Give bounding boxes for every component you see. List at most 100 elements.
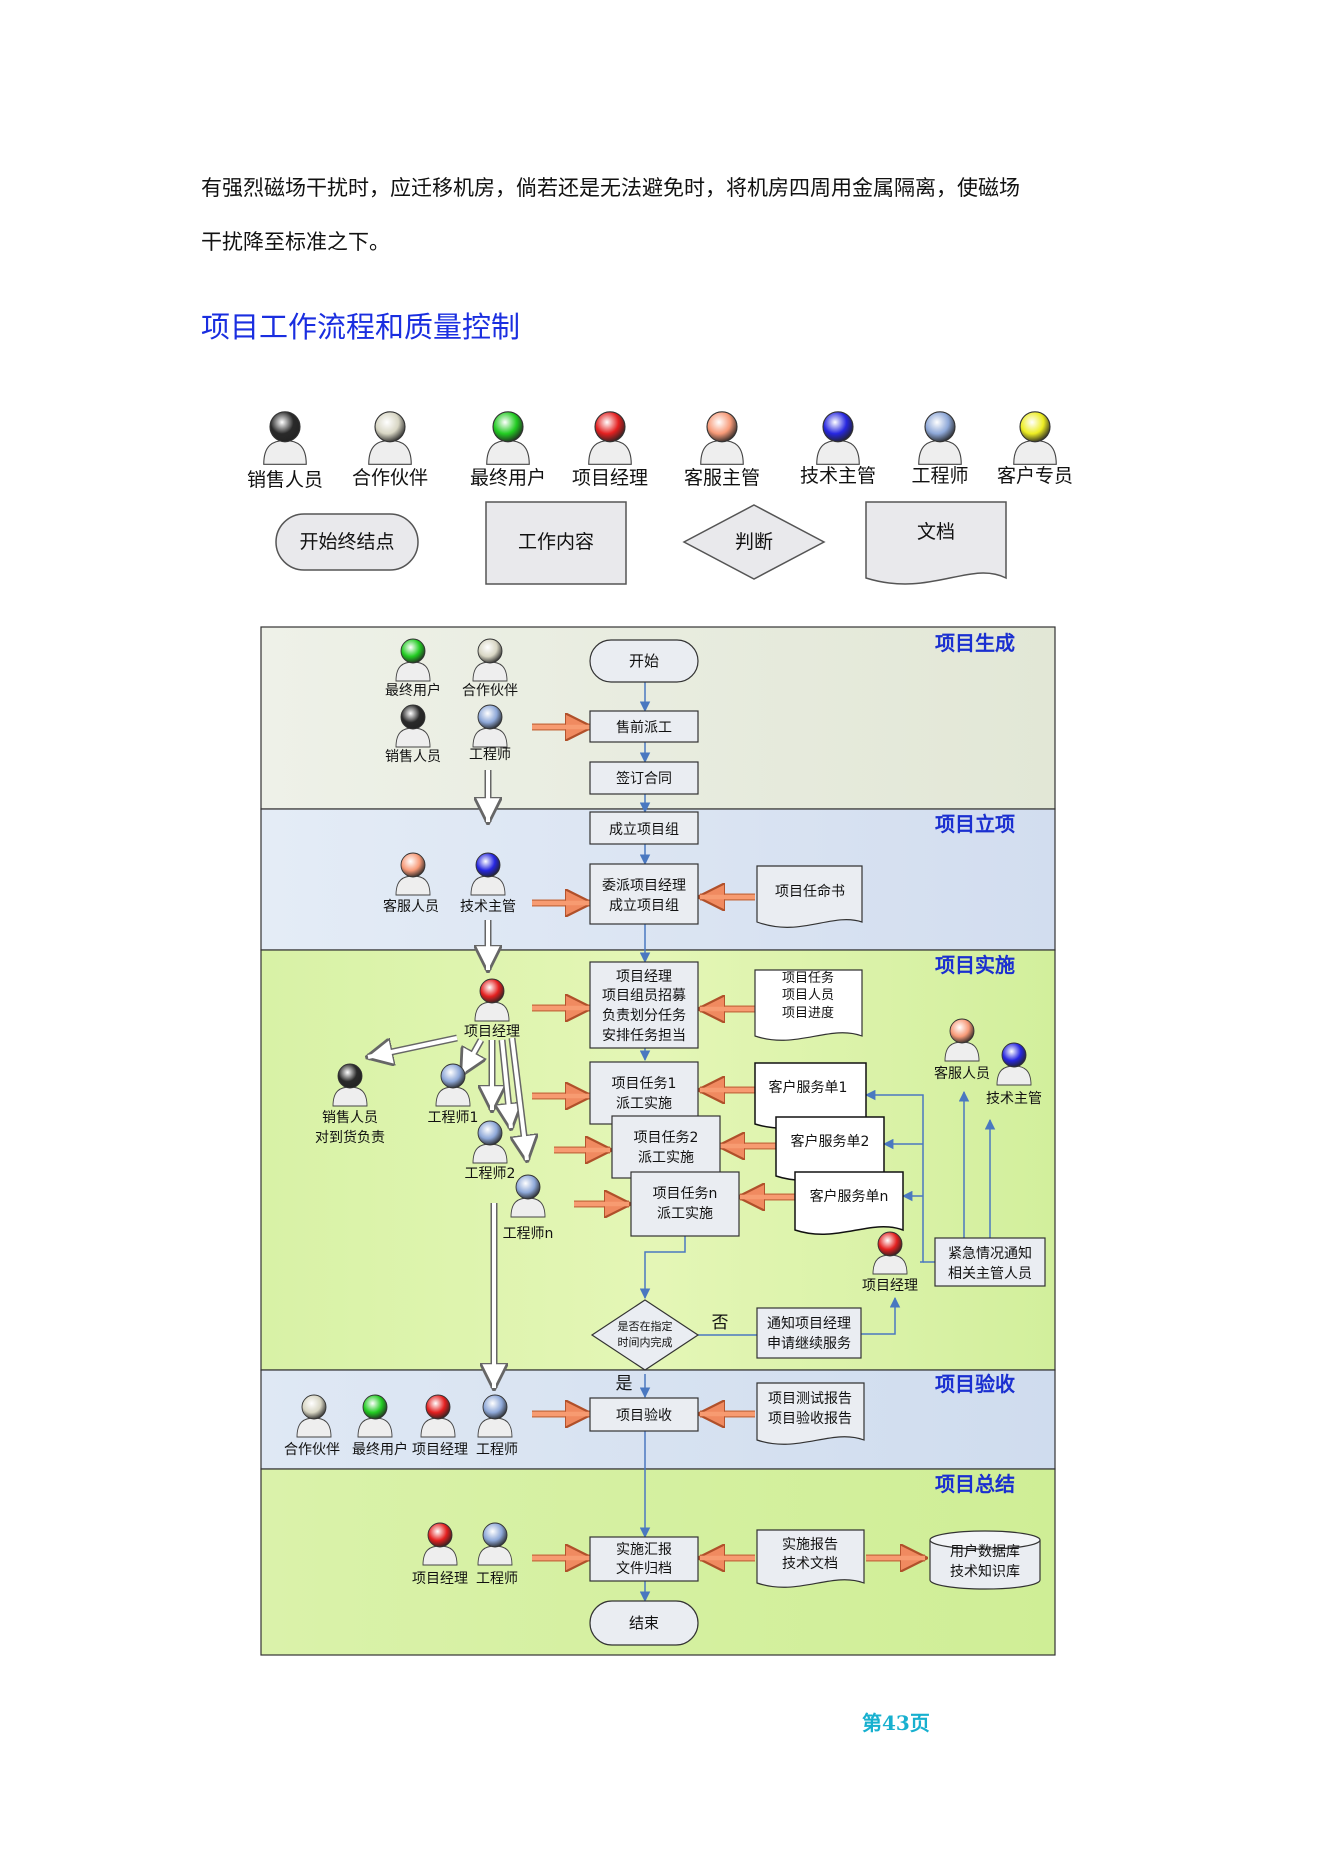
legend-process-label: 工作内容 [518,531,594,553]
actor-icon-tech-supervisor [470,852,506,896]
actor-label-sum-project-manager: 项目经理 [412,1571,468,1587]
summary-docs-line-1: 实施报告 [782,1537,838,1553]
pm-tasks-box [589,961,699,1049]
task-2-line-1: 项目任务2 [634,1130,699,1146]
task-1-line-1: 项目任务1 [612,1076,677,1092]
task-1-line-2: 派工实施 [616,1096,672,1112]
actor-icon-acc-end-user [357,1394,393,1438]
role-icon-account-rep [1013,411,1057,465]
actor-label-service-staff-2: 客服人员 [934,1065,990,1082]
role-label-project-manager: 项目经理 [572,467,648,489]
lane-title-acceptance: 项目验收 [935,1372,1015,1396]
appoint-label-2: 成立项目组 [609,898,679,914]
actors-summary: 项目经理 工程师 [412,1522,518,1587]
contract-label: 签订合同 [616,770,672,787]
notify-line-1: 通知项目经理 [767,1315,851,1332]
acceptance-docs [756,1382,865,1445]
appoint-box [589,863,699,925]
pm-docs-line-2: 项目人员 [782,988,834,1003]
database-line-1: 用户数据库 [950,1543,1020,1560]
actor-label-acc-end-user: 最终用户 [352,1441,408,1458]
deadline-decision [590,1299,700,1371]
actor-label-engineer-1: 工程师1 [428,1110,479,1126]
flow-generation: 开始 售前派工 签订合同 [589,639,699,795]
service-ticket-1-label: 客户服务单1 [769,1079,848,1096]
lane-title-summary: 项目总结 [935,1472,1015,1496]
actor-label-service-staff: 客服人员 [383,898,439,915]
appointment-doc [756,865,863,928]
actors-implementation: 项目经理 销售人员 对到货负责 工程师1 工程师2 工程师n 客服人员 技术主管… [315,978,1042,1294]
role-icon-sales [263,411,307,465]
actor-icon-engineer [472,704,508,748]
actor-icon-end-user [395,638,431,682]
role-label-partner: 合作伙伴 [352,467,428,489]
actor-icon-acc-partner [296,1394,332,1438]
start-terminal [589,639,699,683]
actor-label-sales-delivery-1: 销售人员 [322,1110,378,1126]
legend-document-label: 文档 [917,521,955,543]
section-heading: 项目工作流程和质量控制 [201,310,521,344]
archive-line-2: 文件归档 [616,1560,672,1577]
flow-implementation: 项目经理 项目组员招募 负责划分任务 安排任务担当 项目任务 项目人员 项目进度… [589,961,1046,1371]
actor-icon-sum-engineer [477,1522,513,1566]
actor-icon-project-manager [474,978,510,1022]
summary-docs [756,1529,865,1588]
legend-roles: 销售人员 合作伙伴 最终用户 项目经理 客服主管 技术主管 工程师 客户专员 [247,411,1073,491]
actor-icon-sales [395,704,431,748]
notify-box [756,1307,862,1359]
actor-label-sales-delivery-2: 对到货负责 [315,1129,385,1146]
actor-label-partner: 合作伙伴 [462,683,518,699]
form-team-box [589,811,699,845]
role-icon-tech-supervisor [816,411,860,465]
actor-icon-project-manager-2 [872,1231,908,1275]
body-text-line-1: 有强烈磁场干扰时，应迁移机房，倘若还是无法避免时，将机房四周用金属隔离，使磁场 [201,176,1020,200]
actor-label-project-manager: 项目经理 [464,1024,520,1040]
decision-line-2: 时间内完成 [618,1335,673,1349]
role-label-end-user: 最终用户 [470,467,546,489]
pm-tasks-line-1: 项目经理 [616,969,672,985]
task-n-line-1: 项目任务n [653,1186,718,1202]
legend-document-shape [865,501,1007,585]
legend-process-shape [485,501,627,585]
pm-tasks-line-3: 负责划分任务 [602,1008,686,1024]
role-label-account-rep: 客户专员 [997,465,1073,487]
actor-label-end-user: 最终用户 [385,682,441,699]
actor-label-engineer: 工程师 [469,747,511,763]
presales-box [589,710,699,743]
decision-yes-label: 是 [616,1374,633,1394]
actor-icon-acc-engineer [477,1394,513,1438]
service-ticket-n [794,1171,904,1235]
archive-box [589,1536,699,1582]
actor-icon-engineer-2 [472,1120,508,1164]
actor-icon-sales-delivery [332,1063,368,1107]
legend-shapes: 开始终结点 工作内容 判断 文档 [275,501,1007,585]
acceptance-docs-line-1: 项目测试报告 [768,1391,852,1407]
legend-decision-label: 判断 [735,531,773,553]
actor-icon-engineer-n [510,1174,546,1218]
actor-label-acc-partner: 合作伙伴 [284,1442,340,1458]
role-label-tech-supervisor: 技术主管 [800,465,876,487]
actor-icon-tech-supervisor-2 [996,1042,1032,1086]
task-2-line-2: 派工实施 [638,1150,694,1166]
database-cylinder [929,1530,1041,1590]
pm-docs-line-1: 项目任务 [782,970,834,986]
end-label: 结束 [629,1614,659,1632]
emergency-line-1: 紧急情况通知 [948,1245,1032,1262]
appointment-doc-label: 项目任命书 [775,883,845,900]
actor-label-sum-engineer: 工程师 [476,1571,518,1587]
role-label-engineer: 工程师 [911,465,968,487]
actor-label-acc-engineer: 工程师 [476,1442,518,1458]
actor-label-engineer-2: 工程师2 [465,1166,516,1182]
actor-label-engineer-n: 工程师n [503,1226,554,1242]
lane-title-generation: 项目生成 [935,631,1015,655]
actor-icon-service-staff [395,852,431,896]
flow-summary: 实施汇报 文件归档 实施报告 技术文档 用户数据库 技术知识库 结束 [589,1529,1041,1646]
contract-box [589,761,699,795]
service-ticket-n-label: 客户服务单n [810,1188,889,1205]
role-icon-engineer [918,411,962,465]
notify-line-2: 申请继续服务 [767,1335,851,1352]
role-icon-partner [368,411,412,465]
actor-icon-partner [472,638,508,682]
actor-icon-engineer-1 [435,1063,471,1107]
task-2-box [611,1115,721,1179]
